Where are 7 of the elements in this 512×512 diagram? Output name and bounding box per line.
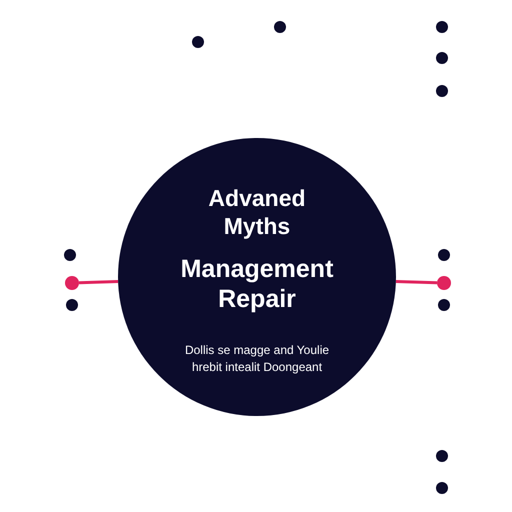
connector-dot bbox=[65, 276, 79, 290]
connector-line bbox=[78, 280, 118, 284]
description-text: Dollis se magge and Youlie hrebit intealit Doongeant bbox=[184, 342, 330, 376]
connector-line bbox=[396, 280, 438, 284]
connector-dot bbox=[437, 276, 451, 290]
heading-text: Management Repair bbox=[180, 254, 334, 314]
title-text: Advaned Myths bbox=[207, 184, 307, 240]
